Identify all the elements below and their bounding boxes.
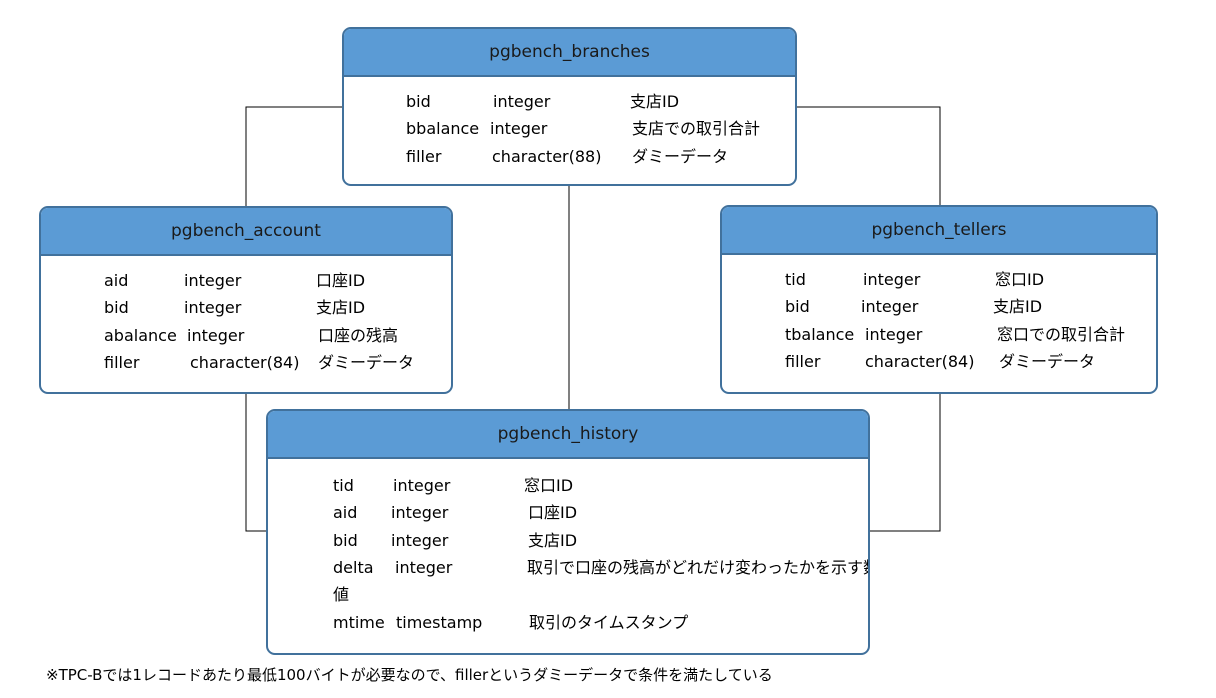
column-type: integer <box>391 531 449 550</box>
column-description: 支店ID <box>993 297 1043 316</box>
column-description: 口座ID <box>316 271 366 290</box>
connector-account-history <box>245 394 267 532</box>
column-name: aid <box>333 503 358 522</box>
column-name: tid <box>333 476 354 495</box>
column-name: tid <box>785 270 806 289</box>
column-description: 窓口での取引合計 <box>997 325 1126 344</box>
entity-pgbench-branches[interactable]: pgbench_branches bid integer 支店ID bbalan… <box>342 27 797 186</box>
column-type: integer <box>184 298 242 317</box>
column-name: bbalance <box>406 119 480 138</box>
column-type: character(88) <box>492 147 602 166</box>
column-description: 口座ID <box>528 503 578 522</box>
column-name: delta <box>333 558 374 577</box>
column-name: aid <box>104 271 129 290</box>
column-description: 口座の残高 <box>318 326 399 345</box>
column-description: 支店ID <box>316 298 366 317</box>
column-name: tbalance <box>785 325 855 344</box>
column-type: integer <box>493 92 551 111</box>
column-type: integer <box>391 503 449 522</box>
column-name: mtime <box>333 613 385 632</box>
column-type: character(84) <box>190 353 300 372</box>
column-type: timestamp <box>396 613 483 632</box>
connector-branches-account <box>245 106 343 207</box>
column-description: ダミーデータ <box>318 353 415 372</box>
column-name: bid <box>406 92 431 111</box>
column-type: integer <box>187 326 245 345</box>
entity-pgbench-history[interactable]: pgbench_history tid integer 窓口ID aid int… <box>266 409 870 655</box>
entity-pgbench-account[interactable]: pgbench_account aid integer 口座ID bid int… <box>39 206 453 394</box>
column-description: 支店での取引合計 <box>632 119 761 138</box>
column-type: integer <box>184 271 242 290</box>
column-name: filler <box>785 352 821 371</box>
column-name: abalance <box>104 326 177 345</box>
entity-title: pgbench_tellers <box>722 207 1156 255</box>
column-name: bid <box>785 297 810 316</box>
column-name: 値 <box>333 585 350 604</box>
column-name: bid <box>333 531 358 550</box>
entity-title: pgbench_history <box>268 411 868 459</box>
column-description: 支店ID <box>528 531 578 550</box>
column-type: integer <box>393 476 451 495</box>
column-type: character(84) <box>865 352 975 371</box>
column-description: 窓口ID <box>524 476 574 495</box>
column-description: 取引で口座の残高がどれだけ変わったかを示す数 <box>527 558 870 577</box>
column-name: bid <box>104 298 129 317</box>
column-name: filler <box>406 147 442 166</box>
column-description: 窓口ID <box>995 270 1045 289</box>
column-name: filler <box>104 353 140 372</box>
entity-pgbench-tellers[interactable]: pgbench_tellers tid integer 窓口ID bid int… <box>720 205 1158 394</box>
column-type: integer <box>865 325 923 344</box>
column-type: integer <box>490 119 548 138</box>
entity-title: pgbench_account <box>41 208 451 256</box>
column-type: integer <box>861 297 919 316</box>
connector-branches-tellers <box>796 106 941 206</box>
column-description: ダミーデータ <box>632 147 729 166</box>
column-description: ダミーデータ <box>999 352 1096 371</box>
column-type: integer <box>863 270 921 289</box>
column-description: 取引のタイムスタンプ <box>529 613 689 632</box>
column-description: 支店ID <box>630 92 680 111</box>
footnote: ※TPC-Bでは1レコードあたり最低100バイトが必要なので、fillerという… <box>46 666 773 684</box>
entity-title: pgbench_branches <box>344 29 795 77</box>
column-type: integer <box>395 558 453 577</box>
connector-tellers-history <box>869 394 941 532</box>
